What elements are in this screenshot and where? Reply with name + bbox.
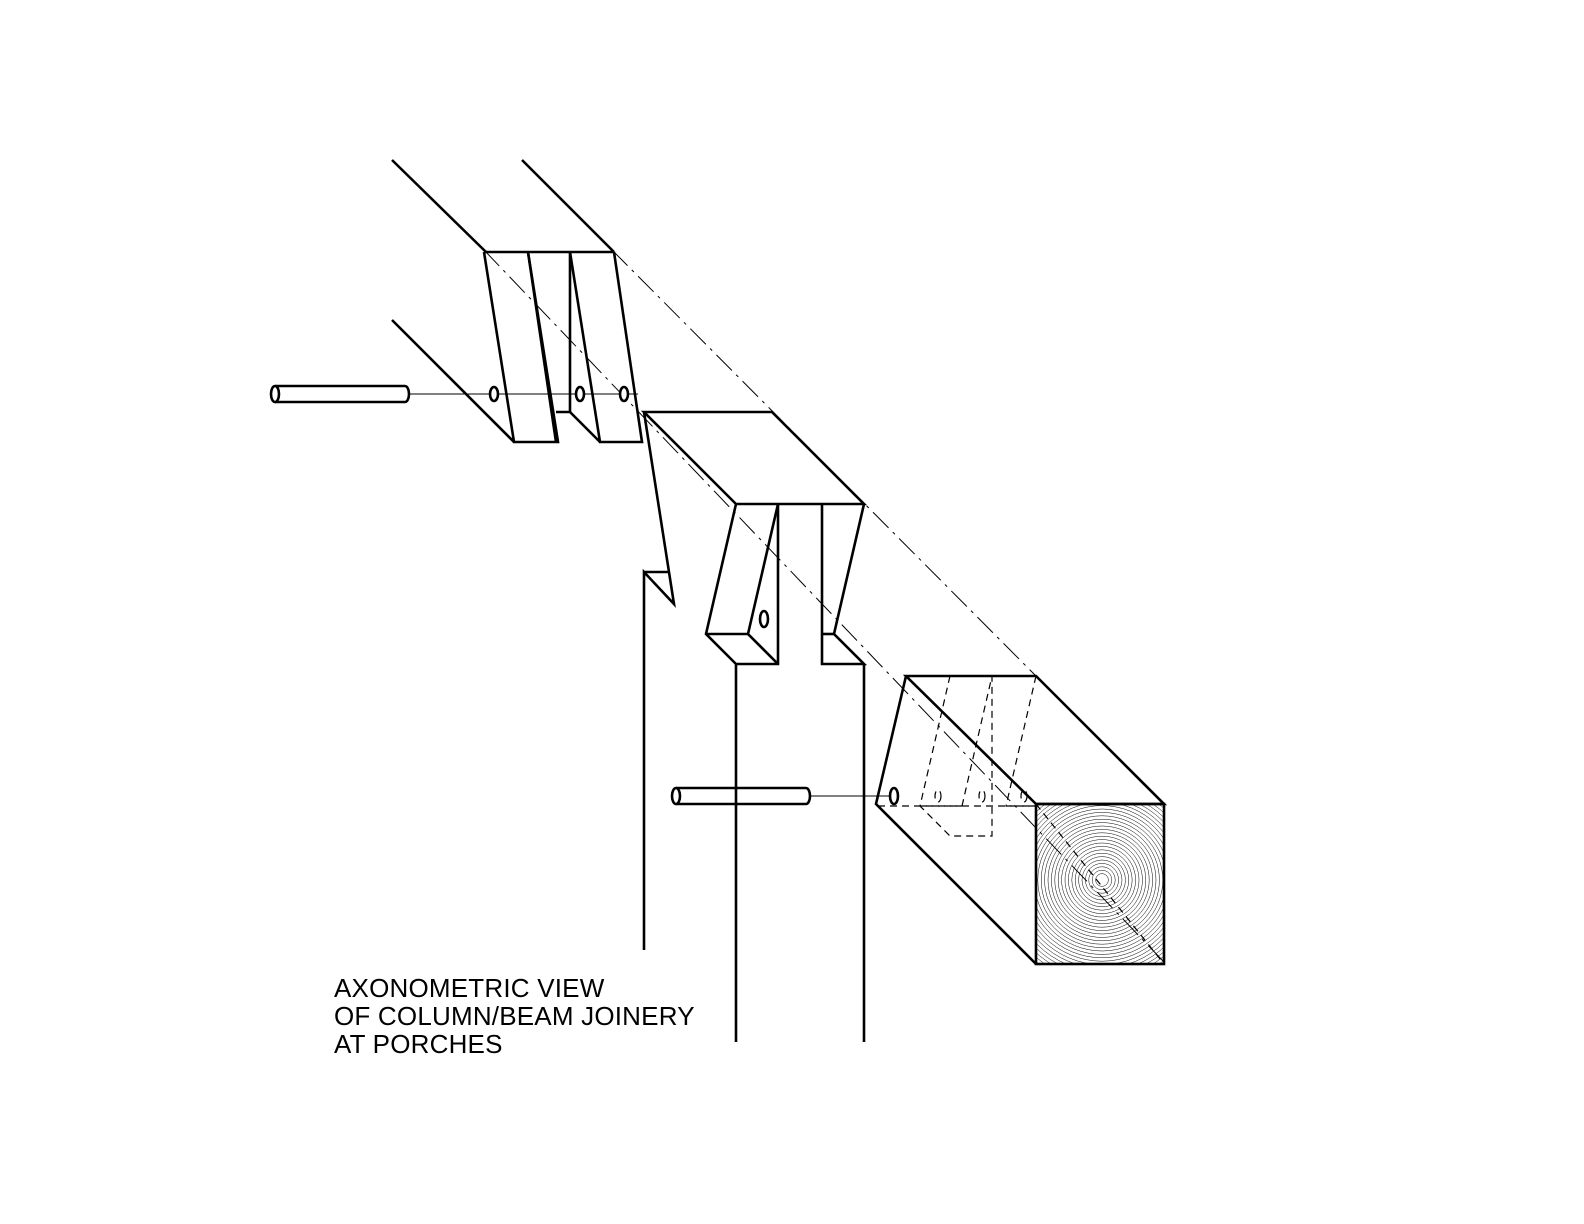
growth-ring <box>1047 825 1157 935</box>
growth-ring <box>1085 863 1119 897</box>
lower-peg <box>670 786 890 806</box>
caption-line-3: AT PORCHES <box>334 1029 503 1059</box>
growth-ring <box>1095 873 1109 887</box>
growth-ring <box>1037 805 1163 959</box>
growth-ring <box>1081 859 1123 901</box>
growth-ring <box>1068 846 1136 914</box>
growth-ring <box>1037 808 1163 952</box>
growth-ring <box>980 758 1224 1002</box>
upper-beam-tenon <box>391 159 644 444</box>
growth-ring <box>1057 835 1147 925</box>
growth-ring <box>1078 856 1126 904</box>
growth-ring <box>987 765 1217 995</box>
growth-ring <box>1037 812 1163 948</box>
growth-ring <box>1074 852 1130 908</box>
growth-ring <box>1051 829 1153 931</box>
growth-ring <box>977 755 1228 1006</box>
growth-ring <box>1037 805 1163 962</box>
growth-ring <box>1037 805 1163 963</box>
growth-ring <box>1044 822 1160 938</box>
growth-ring <box>1037 815 1163 945</box>
growth-ring <box>1037 805 1163 955</box>
column-top-with-tenons <box>640 410 868 1042</box>
growth-ring <box>1037 805 1163 963</box>
beam-end-with-mortises <box>874 674 1228 1006</box>
growth-ring <box>1054 832 1150 928</box>
growth-ring <box>1064 842 1140 918</box>
upper-peg <box>269 384 630 404</box>
caption-line-2: OF COLUMN/BEAM JOINERY <box>334 1001 695 1031</box>
drawing-caption: AXONOMETRIC VIEW OF COLUMN/BEAM JOINERY … <box>334 974 695 1058</box>
caption-line-1: AXONOMETRIC VIEW <box>334 973 605 1003</box>
growth-ring <box>990 768 1214 992</box>
growth-ring <box>1088 866 1116 894</box>
growth-ring <box>1071 849 1133 911</box>
growth-ring <box>1061 839 1143 921</box>
growth-ring <box>1091 869 1113 891</box>
end-grain-rings <box>977 755 1228 1006</box>
growth-ring <box>1040 818 1163 942</box>
